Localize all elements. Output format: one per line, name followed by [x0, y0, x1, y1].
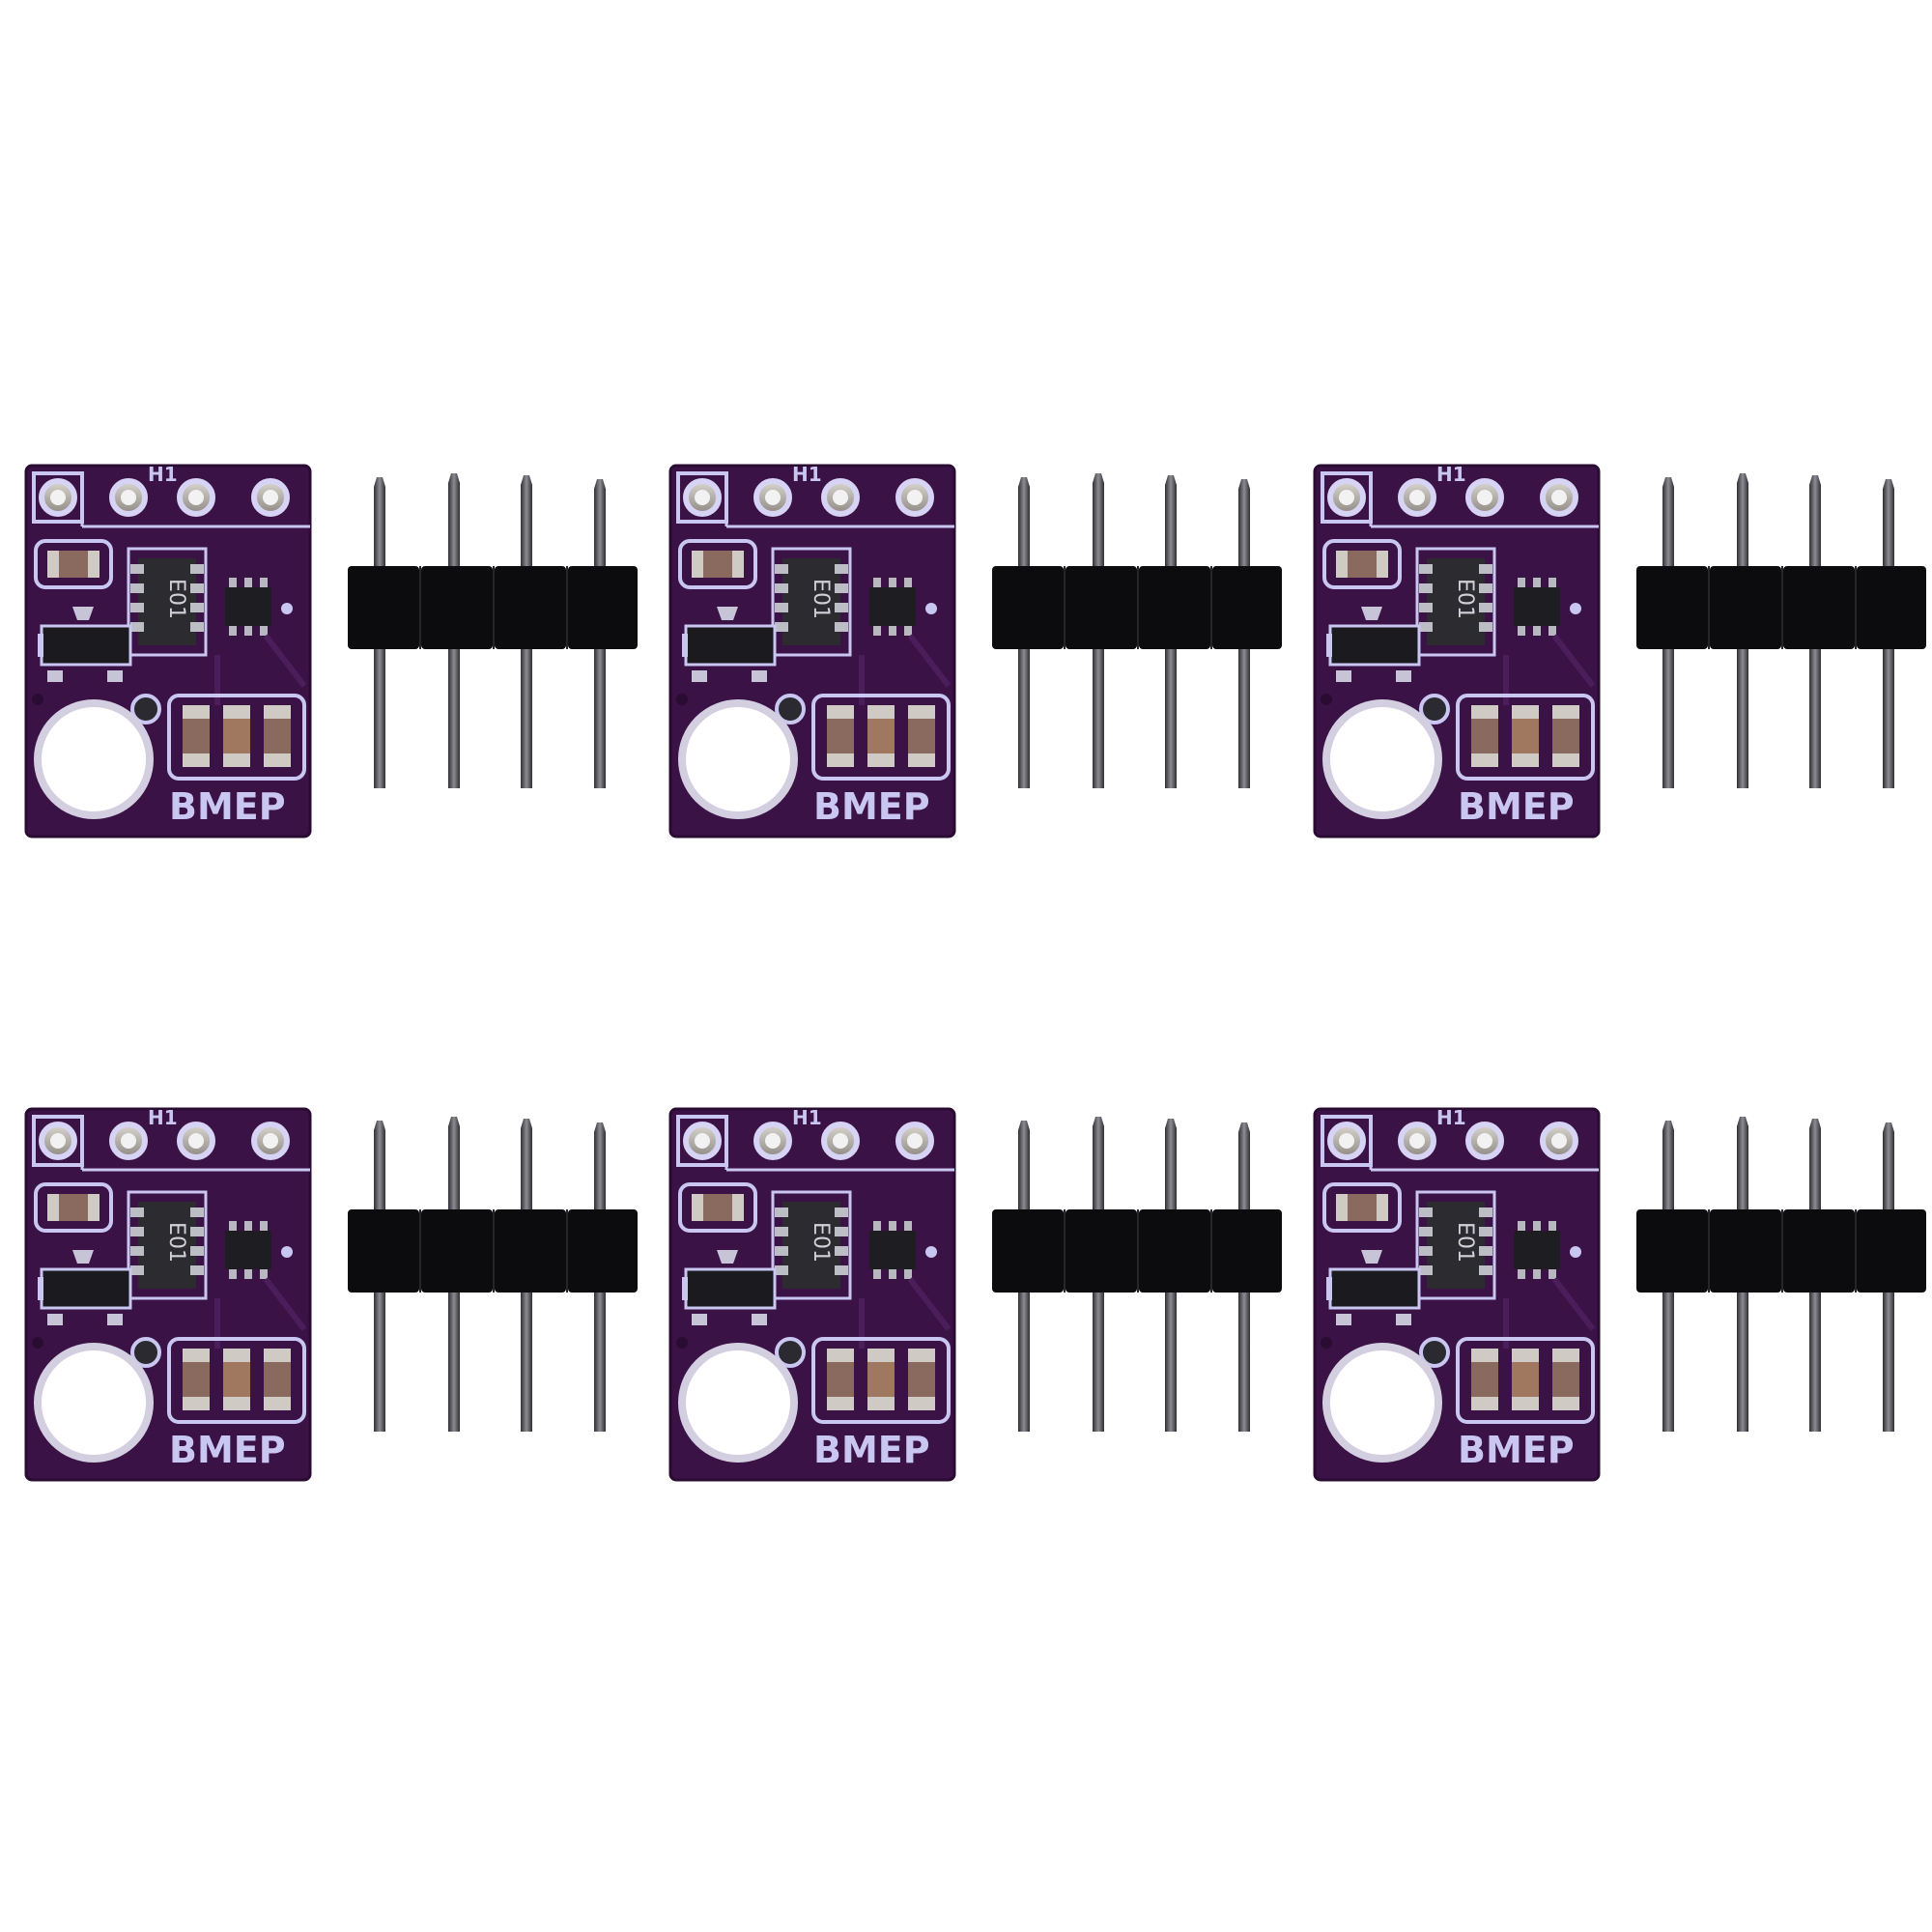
header-ref-label: H1: [792, 464, 822, 486]
pin-header: [992, 473, 1282, 788]
header-plastic: [992, 1209, 1282, 1293]
header-ref-label: H1: [148, 1107, 178, 1129]
transistor: [717, 607, 738, 620]
header-plastic: [348, 1209, 638, 1293]
board-label: BMEP: [169, 1429, 286, 1471]
mounting-hole: [1322, 699, 1442, 819]
board-label: BMEP: [1458, 1429, 1575, 1471]
ic-marking: E01: [1453, 579, 1477, 619]
regulator-ic: [869, 587, 916, 626]
pin-header: [1636, 473, 1926, 788]
regulator-ic: [1514, 587, 1560, 626]
transistor: [72, 607, 94, 620]
board-label: BMEP: [169, 785, 286, 828]
transistor: [1361, 607, 1382, 620]
pin-header: [992, 1117, 1282, 1432]
mounting-hole: [34, 699, 154, 819]
regulator-ic: [1514, 1231, 1560, 1269]
transistor: [717, 1250, 738, 1264]
mounting-hole: [678, 1343, 798, 1463]
header-ref-label: H1: [148, 464, 178, 486]
header-plastic: [992, 566, 1282, 649]
regulator-ic: [869, 1231, 916, 1269]
sensor-board: H1 E01: [24, 464, 312, 838]
board-label: BMEP: [1458, 785, 1575, 828]
ic-marking: E01: [164, 1222, 188, 1263]
sensor-ic: [138, 1202, 196, 1289]
pin-header: [348, 473, 638, 788]
header-plastic: [348, 566, 638, 649]
ic-marking: E01: [164, 579, 188, 619]
sensor-board: H1 E01: [668, 464, 956, 838]
board-label: BMEP: [813, 785, 930, 828]
transistor: [72, 1250, 94, 1264]
sensor-ic: [1427, 558, 1485, 645]
sensor-ic: [1427, 1202, 1485, 1289]
sensor-board: H1 E01: [1313, 464, 1601, 838]
header-ref-label: H1: [792, 1107, 822, 1129]
pin-header: [348, 1117, 638, 1432]
regulator-ic: [225, 587, 271, 626]
ic-marking: E01: [809, 579, 833, 619]
sensor-board: H1 E01: [24, 1107, 312, 1482]
sensor-board: H1 E01: [668, 1107, 956, 1482]
header-plastic: [1636, 566, 1926, 649]
regulator-ic: [225, 1231, 271, 1269]
mounting-hole: [34, 1343, 154, 1463]
sensor-ic: [782, 1202, 840, 1289]
ic-marking: E01: [809, 1222, 833, 1263]
mounting-hole: [678, 699, 798, 819]
mounting-hole: [1322, 1343, 1442, 1463]
sensor-ic: [782, 558, 840, 645]
pin-header: [1636, 1117, 1926, 1432]
sensor-ic: [138, 558, 196, 645]
ic-marking: E01: [1453, 1222, 1477, 1263]
sensor-board: H1 E01: [1313, 1107, 1601, 1482]
header-ref-label: H1: [1436, 464, 1466, 486]
header-plastic: [1636, 1209, 1926, 1293]
header-ref-label: H1: [1436, 1107, 1466, 1129]
transistor: [1361, 1250, 1382, 1264]
board-label: BMEP: [813, 1429, 930, 1471]
